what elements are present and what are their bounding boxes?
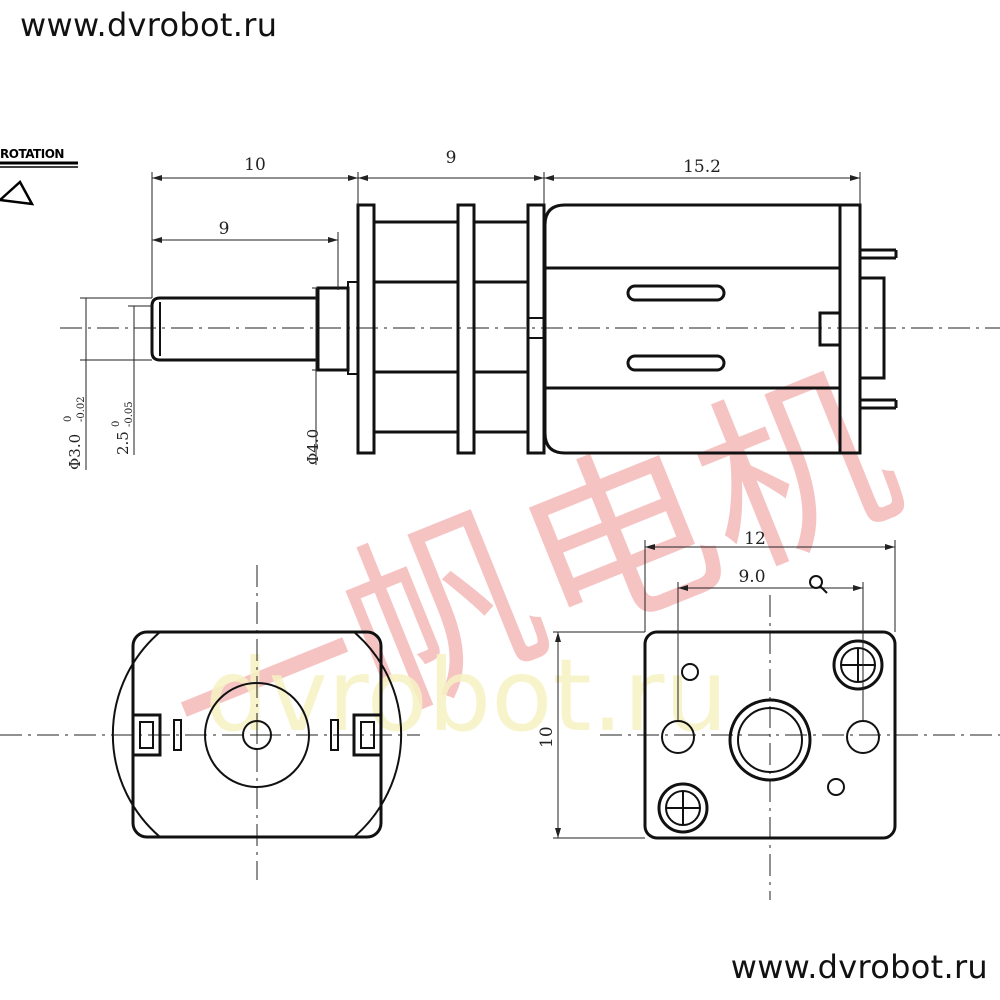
shaft-boss (316, 286, 350, 372)
dim-gearbox: 9 (446, 148, 457, 168)
front-view (0, 565, 420, 880)
motor-slot-lower (626, 354, 726, 372)
front-shaft-circle (242, 720, 272, 750)
dim-motor: 15.2 (683, 157, 721, 177)
front-boss-circle (204, 682, 310, 788)
rear-dimensions: 12 9.0 10 (537, 529, 896, 839)
site-url-bottom: www.dvrobot.ru (730, 948, 988, 986)
motor-slot-upper (626, 284, 726, 302)
front-plate (131, 630, 383, 839)
gear-plate-1 (356, 203, 376, 455)
tol-lower-shaft: -0.02 (76, 396, 87, 422)
dim-shaft-diameter: Φ3.0 (66, 434, 84, 470)
gear-plate-3 (526, 203, 546, 455)
site-url-top: www.dvrobot.ru (20, 6, 278, 44)
screw-bottom-left-icon (657, 782, 709, 834)
rotation-arrow-icon (0, 180, 35, 206)
dim-flat-width: 2.5 (114, 431, 132, 455)
mount-hole-right (846, 720, 880, 754)
dim-boss-diameter: Φ4.0 (304, 429, 322, 465)
dim-shaft-total: 10 (244, 155, 266, 175)
side-view (60, 203, 1000, 455)
mount-hole-left (661, 720, 695, 754)
end-bushing (858, 276, 886, 380)
tol-upper-flat: 0 (111, 421, 122, 427)
small-hole-top (681, 663, 699, 681)
screw-top-right-icon (832, 639, 884, 691)
gear-plate-2 (456, 203, 476, 455)
small-hole-bottom (827, 778, 845, 796)
dim-end-height: 10 (537, 726, 557, 748)
rotation-indicator: ROTATION (0, 147, 78, 206)
watermark-latin: dvrobot.ru (205, 637, 728, 754)
magnifier-icon (809, 575, 828, 594)
tol-upper-shaft: 0 (63, 416, 74, 422)
output-shaft (150, 296, 320, 362)
dim-end-width: 12 (744, 529, 766, 549)
side-dimensions: 10 9 15.2 9 Φ3.0 0 -0.02 2.5 0 -0.05 (63, 148, 861, 470)
rear-view (600, 595, 1000, 900)
rotation-label: ROTATION (0, 147, 64, 161)
tol-lower-flat: -0.05 (124, 401, 135, 427)
dim-shaft-flat: 9 (219, 219, 230, 239)
rear-hub-outer (728, 698, 812, 782)
motor-can (543, 203, 842, 455)
dim-hole-spacing: 9.0 (738, 567, 765, 587)
rear-hub-inner (737, 707, 803, 773)
rear-plate (643, 630, 897, 840)
